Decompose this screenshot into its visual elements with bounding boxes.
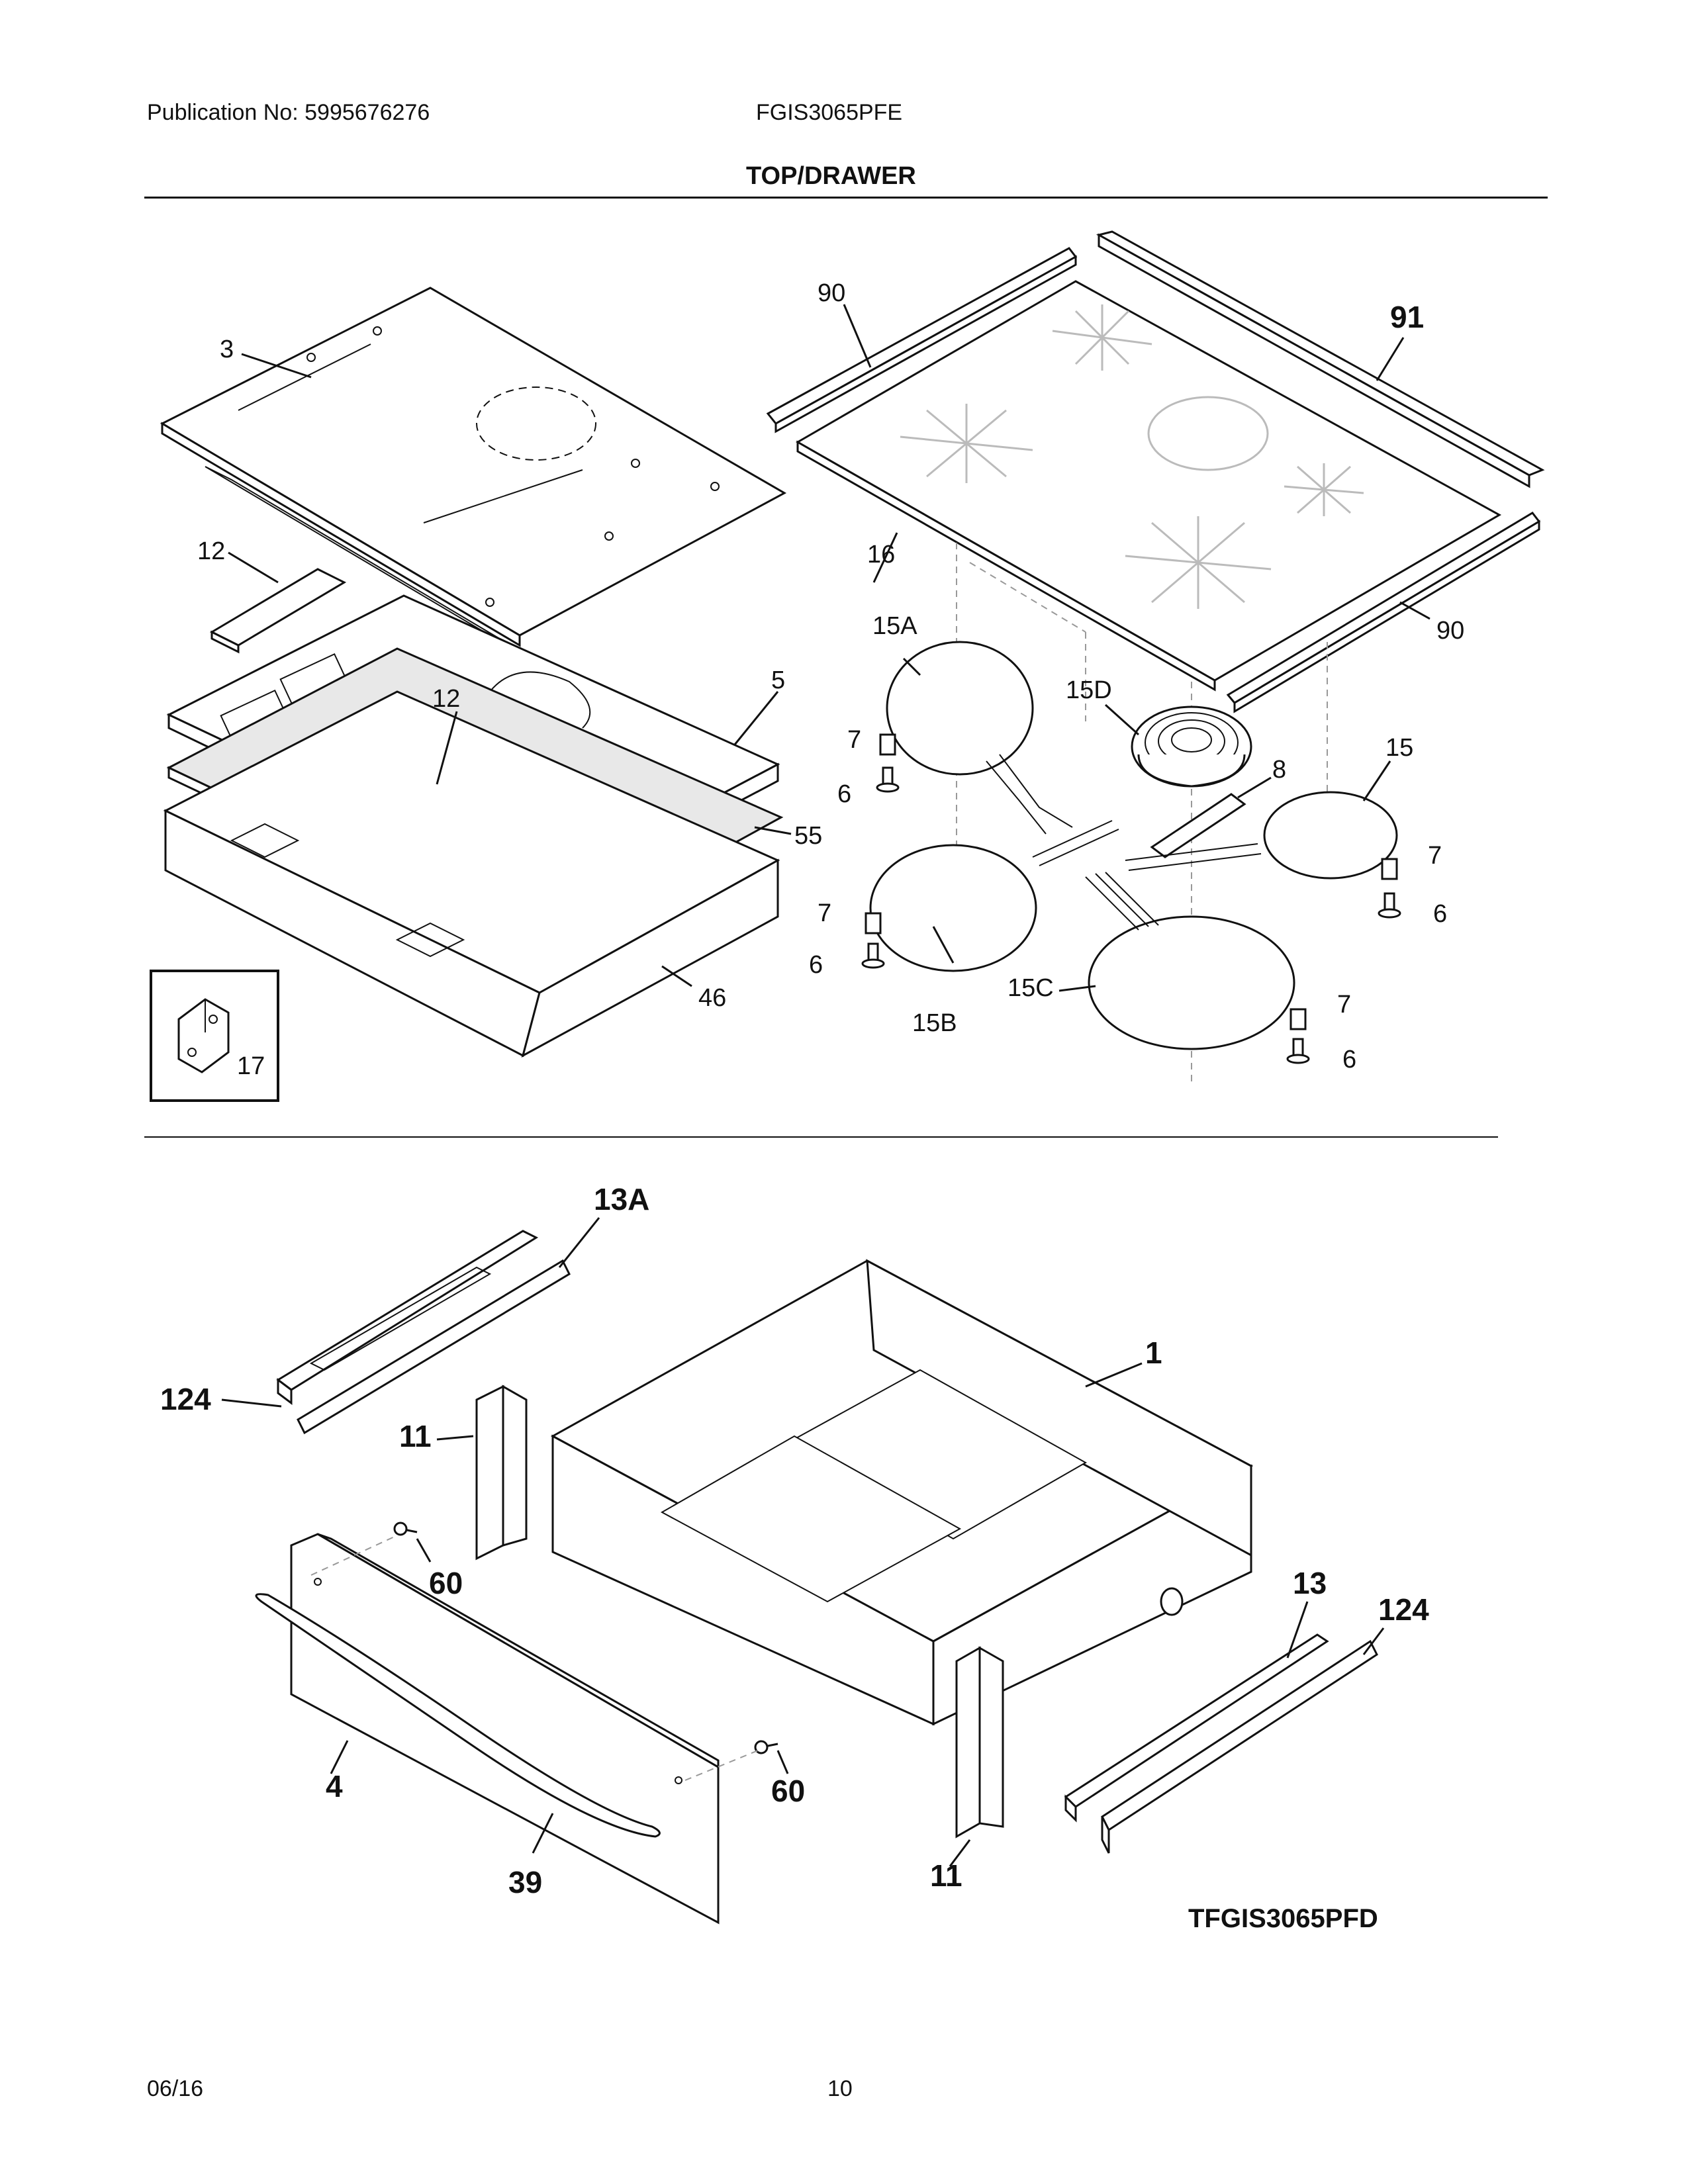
part-11-bracket [475, 1385, 528, 1561]
part-13-slide [1064, 1633, 1378, 1854]
callout-46: 46 [698, 984, 726, 1012]
model-number: FGIS3065PFE [756, 100, 903, 125]
part-13a-slide [276, 1230, 571, 1435]
callout-91: 91 [1390, 300, 1424, 334]
publication-number: Publication No: 5995676276 [147, 100, 430, 125]
callout-15c: 15C [1008, 974, 1054, 1002]
callout-13a: 13A [594, 1182, 649, 1216]
callout-6: 6 [837, 780, 851, 808]
callout-12: 12 [197, 537, 225, 565]
callout-90: 90 [818, 279, 845, 307]
diagram-code: TFGIS3065PFD [1188, 1904, 1378, 1933]
callout-7: 7 [818, 899, 831, 927]
callout-90: 90 [1436, 617, 1464, 645]
part-90-rear-trim [766, 247, 1078, 433]
callout-4: 4 [326, 1769, 343, 1803]
part-17-inset [150, 970, 279, 1102]
callout-12: 12 [432, 685, 460, 713]
part-12-bracket [209, 568, 347, 654]
footer-page-number: 10 [827, 2076, 853, 2101]
part-15-element [1125, 791, 1398, 880]
callout-39: 39 [508, 1865, 542, 1899]
section-title: TOP/DRAWER [746, 162, 916, 190]
callout-16: 16 [867, 541, 895, 569]
part-11-bracket [955, 1646, 1004, 1839]
part-15a-element [886, 641, 1073, 835]
callout-60: 60 [429, 1566, 463, 1600]
part-1-drawer-body [550, 1259, 1254, 1726]
callout-15b: 15B [912, 1009, 957, 1037]
callout-13: 13 [1293, 1566, 1327, 1600]
callout-7: 7 [1428, 842, 1442, 870]
callout-124: 124 [160, 1382, 211, 1416]
callout-6: 6 [1342, 1046, 1356, 1073]
callout-17: 17 [237, 1052, 265, 1080]
callout-8: 8 [1272, 756, 1286, 784]
top-leader-lines [228, 304, 1430, 992]
callout-15d: 15D [1066, 676, 1112, 704]
screw-spring-sets [861, 733, 1401, 1064]
drawer-leader-lines [221, 1217, 1385, 1867]
callout-60: 60 [771, 1774, 805, 1808]
callout-7: 7 [847, 726, 861, 754]
callout-55: 55 [794, 822, 822, 850]
header-rule [144, 197, 1548, 199]
part-46-frame [163, 690, 780, 1058]
part-91-side-trim [1096, 230, 1545, 488]
callout-124: 124 [1378, 1592, 1429, 1627]
part-39-handle [255, 1593, 661, 1838]
part-15c-element [1085, 872, 1295, 1050]
callout-15a: 15A [872, 612, 917, 640]
part-90-front-trim [1226, 512, 1541, 713]
part-15b-element [869, 820, 1119, 972]
callout-6: 6 [809, 951, 823, 979]
callout-11: 11 [399, 1419, 432, 1453]
part-3-top-panel [160, 287, 787, 649]
callout-6: 6 [1433, 900, 1447, 928]
part-8-limiter [1150, 793, 1246, 858]
callout-7: 7 [1337, 991, 1351, 1019]
part-15d-radiant-element [1131, 705, 1252, 788]
callout-11: 11 [930, 1858, 962, 1893]
callout-15: 15 [1385, 734, 1413, 762]
callout-5: 5 [771, 666, 785, 694]
callout-1: 1 [1145, 1336, 1162, 1370]
part-16-glass-cooktop [795, 280, 1502, 692]
part-60-screws [310, 1522, 778, 1781]
callout-3: 3 [220, 336, 234, 363]
footer-date: 06/16 [147, 2076, 204, 2101]
section-divider [144, 1136, 1498, 1138]
